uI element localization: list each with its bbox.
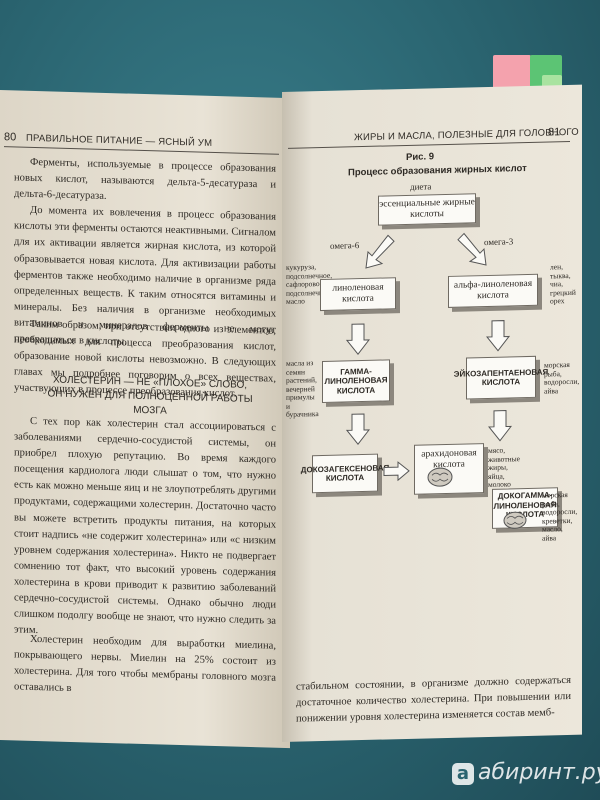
sources-fish-1: морская рыба, водоросли, айва xyxy=(544,359,580,396)
linoleic-acid-box: линоленовая кислота xyxy=(320,277,396,312)
paragraph: Холестерин необходим для выработки миели… xyxy=(14,633,276,695)
paragraph: Ферменты, используемые в процессе образо… xyxy=(14,156,276,203)
page-number-left: 80 xyxy=(4,131,17,144)
open-book: 80 ПРАВИЛЬНОЕ ПИТАНИЕ — ЯСНЫЙ УМ Фермент… xyxy=(0,84,585,749)
sources-oils: масла из семян растений, вечерней примул… xyxy=(286,358,319,419)
header-rule-left xyxy=(4,146,279,155)
right-text-block: стабильном состоянии, в организме должно… xyxy=(296,673,571,728)
page-number-right: 81 xyxy=(548,126,561,139)
left-text-block-3: С тех пор как холестерин стал ассоцииров… xyxy=(14,413,276,646)
right-page: ЖИРЫ И МАСЛА, ПОЛЕЗНЫЕ ДЛЯ ГОЛОВНОГО МОЗ… xyxy=(282,84,582,743)
paragraph: С тех пор как холестерин стал ассоцииров… xyxy=(14,415,276,637)
sources-flax: лен, тыква, чиа, грецкий орех xyxy=(550,262,576,306)
omega6-label: омега-6 xyxy=(330,240,360,251)
left-page: 80 ПРАВИЛЬНОЕ ПИТАНИЕ — ЯСНЫЙ УМ Фермент… xyxy=(0,90,290,749)
labirint-logo-icon: a xyxy=(452,763,474,785)
figure-label: Рис. 9 xyxy=(406,151,435,163)
diet-label: диета xyxy=(410,181,432,192)
running-head-left: ПРАВИЛЬНОЕ ПИТАНИЕ — ЯСНЫЙ УМ xyxy=(26,132,213,149)
left-text-block-4: Холестерин необходим для выработки миели… xyxy=(14,631,276,703)
arrow-right-icon xyxy=(383,461,410,482)
watermark-text: абиринт.ру xyxy=(478,760,600,785)
arrow-down-icon xyxy=(346,323,370,355)
eicosapentaenoic-acid-box: ЭЙКОЗАПЕНТАЕНОВАЯ КИСЛОТА xyxy=(454,355,548,400)
arrow-down-icon xyxy=(346,413,370,445)
sources-fish-2: морская рыба, водоросли, креветки, масло… xyxy=(542,490,578,543)
paragraph: стабильном состоянии, в организме должно… xyxy=(296,674,571,725)
brain-icon xyxy=(427,467,453,487)
arrow-down-icon xyxy=(486,320,510,352)
arrow-down-left-icon xyxy=(365,234,395,269)
arrow-down-icon xyxy=(488,410,512,442)
arrow-down-right-icon xyxy=(457,232,487,266)
sources-meat: мясо, животные жиры, яйца, молоко xyxy=(488,445,520,489)
header-rule-right xyxy=(288,140,570,149)
brain-icon xyxy=(503,511,527,529)
alpha-linolenic-acid-box: альфа-линоленовая кислота xyxy=(448,273,538,308)
gamma-linolenic-acid-box: ГАММА-ЛИНОЛЕНОВАЯ КИСЛОТА xyxy=(322,359,390,404)
essential-acids-box: эссенциальные жирные кислоты xyxy=(378,193,476,226)
figure-title: Процесс образования жирных кислот xyxy=(348,163,527,179)
sources-corn: кукуруза, подсолнечное, сафлоровое, подс… xyxy=(286,262,333,306)
dihomo-gamma-box: ДОКОЗАГЕКСЕНОВАЯ КИСЛОТА xyxy=(301,453,389,494)
